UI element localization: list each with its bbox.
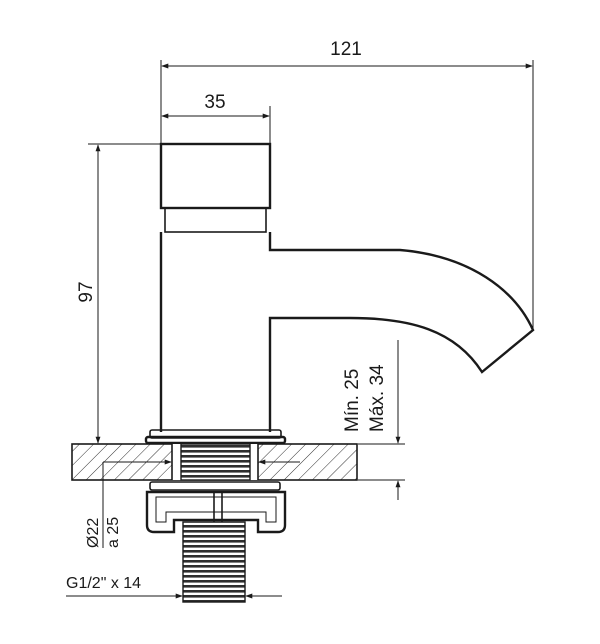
thread-label: G1/2" x 14 xyxy=(66,575,141,592)
height-label: 97 xyxy=(76,281,97,302)
overall-length-label: 121 xyxy=(330,39,362,60)
min-thickness-label: Mín. 25 xyxy=(342,369,363,432)
dimension-thickness: Mín. 25 Máx. 34 xyxy=(342,340,405,500)
dimension-handle-width: 35 xyxy=(161,92,271,144)
hole-diameter-label: Ø22 xyxy=(85,518,102,548)
base-flange xyxy=(144,429,287,445)
faucet-body-spout xyxy=(159,232,535,432)
dimension-thread: G1/2" x 14 xyxy=(66,575,282,599)
handle-width-label: 35 xyxy=(204,92,225,113)
mounting-nut xyxy=(145,481,287,534)
dimension-height: 97 xyxy=(76,143,160,445)
faucet-handle xyxy=(159,142,272,233)
hole-diameter-alt-label: a 25 xyxy=(105,517,122,548)
threaded-shank xyxy=(180,443,251,603)
dimension-hole-diameter: Ø22 a 25 xyxy=(85,459,300,548)
max-thickness-label: Máx. 34 xyxy=(367,364,388,432)
dimension-overall-length: 121 xyxy=(160,39,534,330)
